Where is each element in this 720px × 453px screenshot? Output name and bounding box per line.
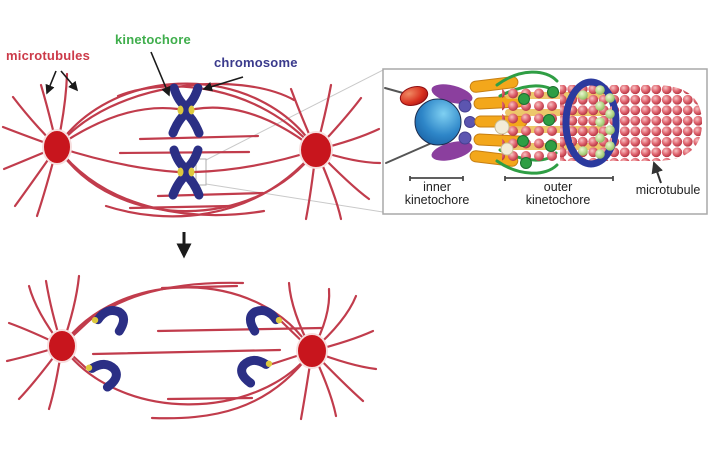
chromosome-upper bbox=[168, 83, 204, 138]
kinetochore-dot bbox=[91, 316, 99, 324]
inner-plate-blue-sphere bbox=[414, 98, 462, 146]
outer-kinetochore-bracket bbox=[504, 176, 614, 181]
microtubule-pointer-arrow bbox=[651, 161, 663, 184]
inner-kinetochore-label-line1: inner bbox=[423, 180, 451, 194]
kinetochore-dot bbox=[188, 105, 195, 115]
inner-kinetochore-label-line2: kinetochore bbox=[404, 193, 470, 207]
metaphase-spindle bbox=[1, 72, 382, 221]
centrosome-right-anaphase bbox=[296, 333, 328, 369]
chromatin-strand bbox=[385, 141, 435, 164]
cream-sphere bbox=[494, 119, 510, 135]
kinetochore-dot bbox=[177, 167, 184, 177]
chromatid bbox=[245, 306, 283, 336]
kinetochore-dot bbox=[188, 167, 195, 177]
linker-protein bbox=[458, 99, 472, 113]
kinetochore-dot bbox=[85, 364, 93, 371]
kinetochore-dot bbox=[275, 316, 283, 324]
anaphase-spindle bbox=[5, 274, 378, 421]
kinetochore-dot bbox=[177, 105, 184, 115]
chromatid bbox=[91, 306, 129, 336]
centrosome-right bbox=[299, 131, 333, 169]
outer-kinetochore-label-line1: outer bbox=[543, 180, 573, 194]
inset-panel bbox=[382, 68, 708, 215]
tubulin-light-green bbox=[578, 85, 615, 159]
chromosome-lower bbox=[168, 145, 204, 200]
inner-plate-purple bbox=[431, 141, 473, 161]
zoom-link bbox=[195, 69, 384, 213]
cream-sphere bbox=[500, 142, 514, 156]
linker-protein bbox=[458, 131, 472, 145]
green-proteins bbox=[517, 86, 559, 169]
centromere-protein bbox=[399, 86, 429, 106]
chromatid bbox=[237, 355, 273, 388]
chromatin-strand bbox=[384, 87, 404, 94]
microtubules-label: microtubules bbox=[6, 48, 91, 63]
centrosome-left-anaphase bbox=[47, 329, 77, 363]
linker-protein bbox=[464, 116, 476, 128]
centrosome-left bbox=[42, 129, 72, 165]
outer-kinetochore-label-line2: kinetochore bbox=[525, 193, 591, 207]
kinetochore-label: kinetochore bbox=[115, 32, 191, 47]
lattice-over-ring bbox=[572, 104, 612, 143]
ring-complex bbox=[562, 78, 620, 168]
kinetochore-dot bbox=[265, 360, 273, 367]
label-arrows bbox=[45, 51, 244, 97]
chromatid bbox=[85, 359, 121, 392]
chromosome-label: chromosome bbox=[214, 55, 298, 70]
inner-kinetochore-bracket bbox=[409, 176, 464, 181]
microtubule-label: microtubule bbox=[635, 183, 701, 197]
